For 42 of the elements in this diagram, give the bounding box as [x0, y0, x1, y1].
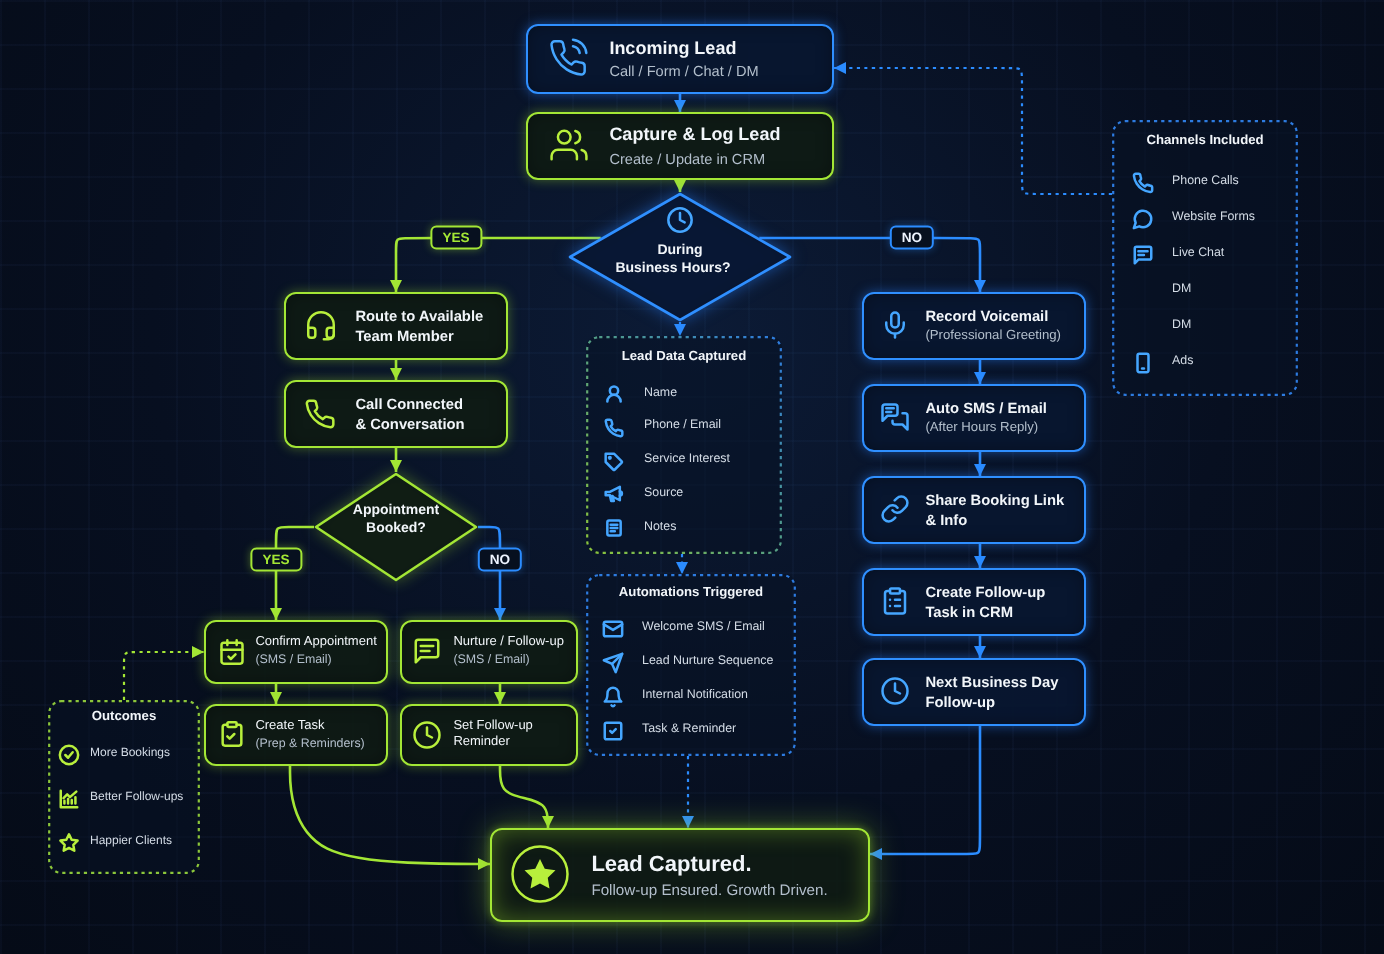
result-box [490, 828, 870, 922]
process-box [284, 380, 508, 448]
process-box [862, 658, 1086, 726]
process-box [284, 292, 508, 360]
process-box [862, 384, 1086, 452]
arrow [390, 360, 402, 380]
info-panel [586, 336, 782, 554]
arrow [674, 94, 686, 112]
info-panel [48, 700, 200, 874]
arrow [288, 766, 490, 870]
decision-diamond [568, 192, 792, 322]
arrow [674, 322, 686, 336]
decision-diamond [314, 472, 478, 582]
arrow [974, 360, 986, 384]
step-title: Lead Captured. [591, 849, 754, 879]
arrow [870, 726, 982, 860]
arrow [676, 554, 688, 574]
arrow [494, 684, 506, 704]
arrow [834, 62, 1112, 196]
arrow [759, 236, 986, 292]
arrow [974, 452, 986, 476]
process-box [204, 704, 388, 766]
step-title: Capture & Log Lead [609, 123, 783, 148]
arrow [390, 448, 402, 472]
arrow [974, 636, 986, 658]
process-box [862, 292, 1086, 360]
step-title: Incoming Lead [609, 36, 739, 61]
arrow [498, 766, 554, 828]
arrow [674, 180, 686, 192]
info-panel [1112, 120, 1298, 396]
arrow [122, 646, 204, 700]
info-panel [586, 574, 796, 756]
process-box [526, 24, 834, 94]
process-box [862, 476, 1086, 544]
process-box [400, 620, 578, 684]
arrow [682, 756, 694, 828]
process-box [400, 704, 578, 766]
arrow [974, 544, 986, 568]
arrow [270, 684, 282, 704]
process-box [204, 620, 388, 684]
process-box [526, 112, 834, 180]
process-box [862, 568, 1086, 636]
